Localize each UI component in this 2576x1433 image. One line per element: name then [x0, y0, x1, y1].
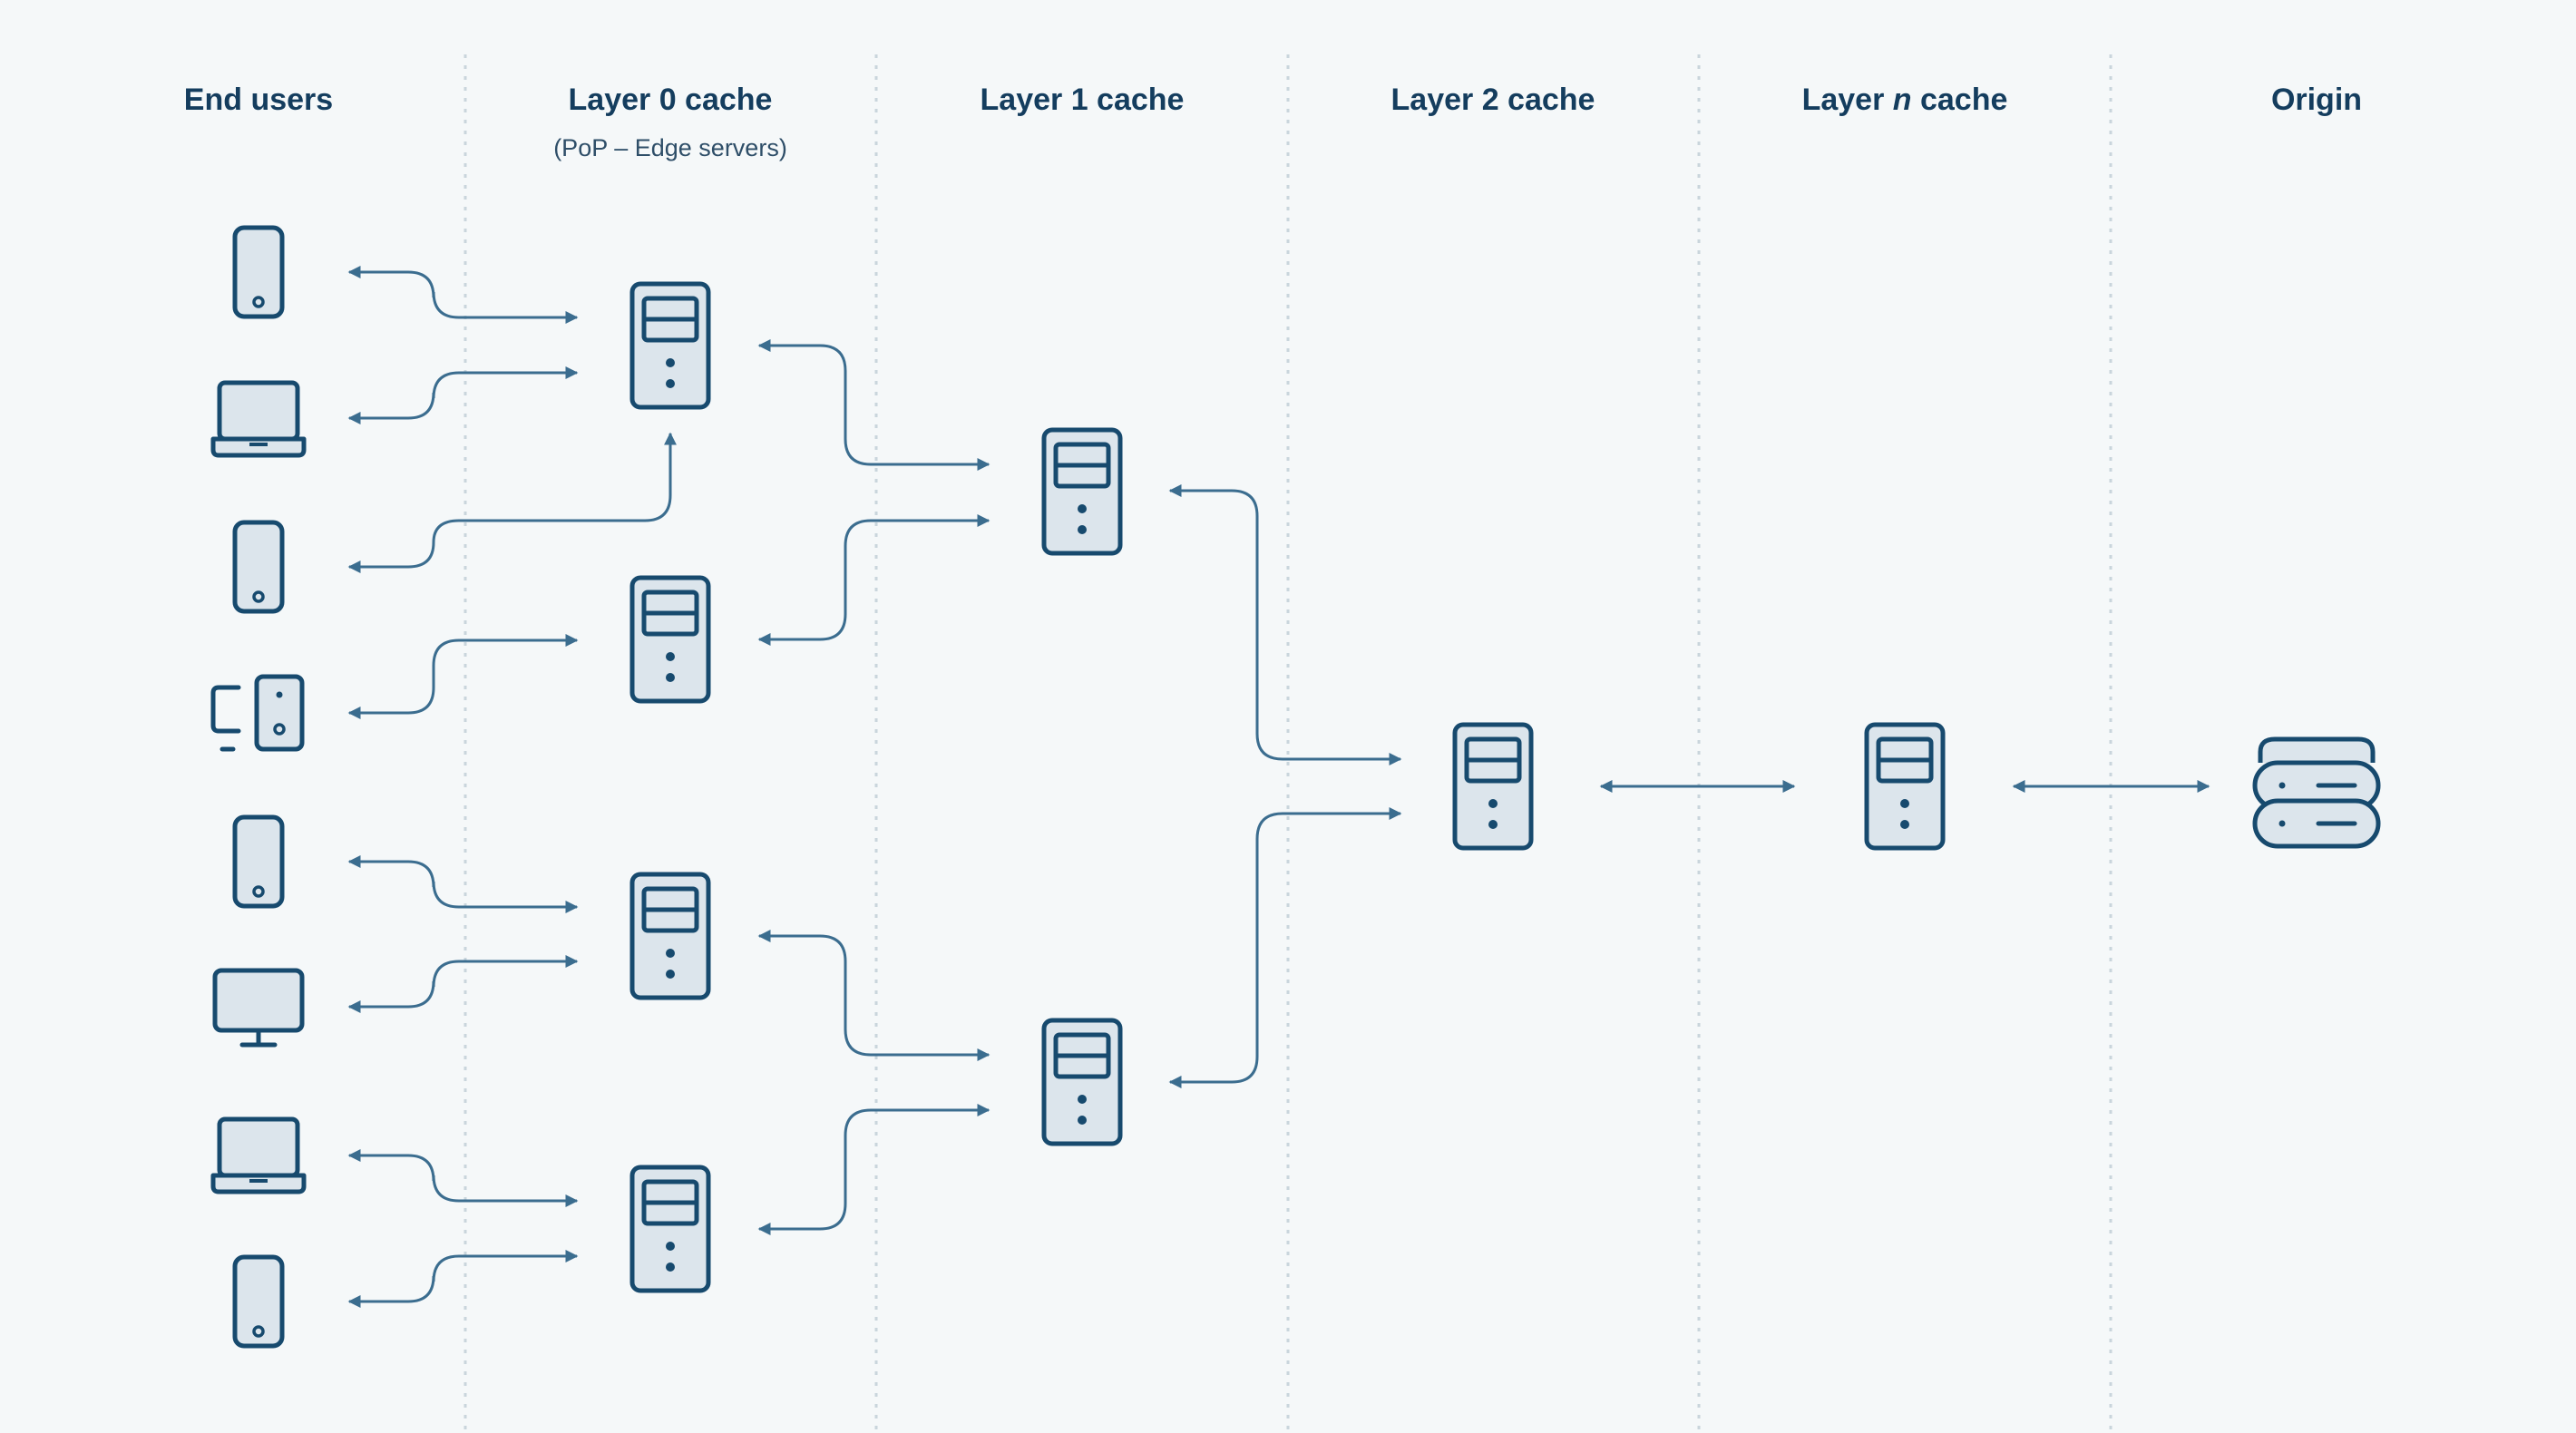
column-title-layer-2: Layer 2 cache [1391, 83, 1595, 117]
arrow-request [347, 266, 579, 324]
connections [347, 266, 2210, 1308]
title-part-italic: n [1893, 83, 1912, 117]
cache-server-icon [632, 874, 708, 998]
layer-n-servers [1867, 725, 1943, 848]
column-title-layer-n: Layer n cache [1802, 83, 2008, 117]
origin-storage-icon [2255, 739, 2378, 846]
column-headers: End users Layer 0 cache (PoP – Edge serv… [184, 83, 2362, 161]
end-user-devices [213, 228, 304, 1346]
arrow-request [347, 432, 677, 573]
laptop-icon [213, 383, 304, 455]
phone-icon [235, 228, 282, 317]
layer-2-servers [1455, 725, 1531, 848]
cache-server-icon [1044, 1020, 1120, 1144]
arrow-request [757, 339, 990, 471]
column-subtitle-layer-0: (PoP – Edge servers) [553, 134, 787, 161]
arrow-request [347, 366, 579, 424]
cache-server-icon [1867, 725, 1943, 848]
desktop-tower-icon [213, 677, 302, 749]
phone-icon [235, 817, 282, 906]
title-part: cache [1912, 83, 2008, 117]
laptop-icon [213, 1119, 304, 1192]
arrow-request [347, 1149, 579, 1207]
cache-server-icon [632, 578, 708, 701]
cache-server-icon [1455, 725, 1531, 848]
phone-icon [235, 522, 282, 611]
column-title-origin: Origin [2271, 83, 2362, 117]
cache-server-icon [1044, 430, 1120, 553]
cache-server-icon [632, 284, 708, 407]
phone-icon [235, 1257, 282, 1346]
layer-1-servers [1044, 430, 1120, 1144]
arrow-request [757, 514, 990, 646]
arrow-request [347, 1250, 579, 1308]
arrow-request [1168, 484, 1402, 765]
arrow-request [757, 1104, 990, 1235]
monitor-icon [215, 970, 302, 1045]
origin [2255, 739, 2378, 846]
column-title-end-users: End users [184, 83, 333, 117]
title-part: Layer [1802, 83, 1893, 117]
column-title-layer-0: Layer 0 cache [569, 83, 773, 117]
arrow-request [757, 930, 990, 1061]
arrow-request [347, 955, 579, 1013]
column-title-layer-1: Layer 1 cache [981, 83, 1185, 117]
arrow-request [1168, 807, 1402, 1088]
cache-server-icon [632, 1167, 708, 1291]
column-dividers [463, 54, 2113, 1433]
arrow-request [347, 855, 579, 913]
arrow-request [347, 634, 579, 719]
